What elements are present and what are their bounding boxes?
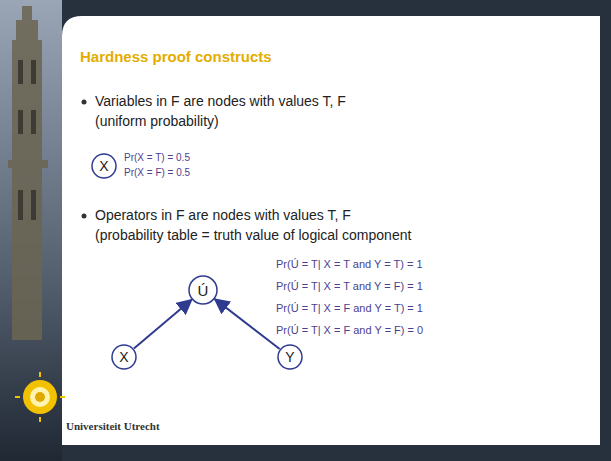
probability-row: Pr(Ú = T| X = F and Y = F) = 0 bbox=[276, 324, 423, 336]
university-logo bbox=[15, 372, 65, 422]
probability-row: Pr(Ú = T| X = T and Y = F) = 1 bbox=[276, 280, 423, 292]
node-label: Y bbox=[285, 349, 294, 365]
variable-node: Y bbox=[277, 344, 303, 370]
bullet-dots bbox=[82, 100, 87, 219]
variable-node: X bbox=[91, 153, 117, 179]
bullet-text: Operators in F are nodes with values T, … bbox=[95, 207, 351, 223]
bullet-text: Variables in F are nodes with values T, … bbox=[95, 93, 346, 109]
tower-silhouette bbox=[8, 6, 48, 340]
node-label: X bbox=[99, 158, 108, 174]
node-label: Ú bbox=[198, 282, 209, 299]
probability-text: Pr(X = T) = 0.5 bbox=[124, 152, 190, 163]
slide-title: Hardness proof constructs bbox=[80, 48, 272, 65]
content-panel bbox=[62, 16, 600, 445]
variable-node: X bbox=[111, 344, 137, 370]
variable-node: Ú bbox=[188, 275, 218, 305]
node-label: X bbox=[119, 349, 128, 365]
bullet-text: (probability table = truth value of logi… bbox=[95, 227, 411, 243]
probability-row: Pr(Ú = T| X = F and Y = T) = 1 bbox=[276, 302, 423, 314]
dependency-arrow bbox=[215, 299, 280, 349]
dependency-arrow bbox=[134, 300, 192, 349]
photo-strip bbox=[0, 0, 62, 461]
probability-row: Pr(Ú = T| X = T and Y = T) = 1 bbox=[276, 258, 423, 270]
probability-text: Pr(X = F) = 0.5 bbox=[124, 167, 190, 178]
university-name: Universiteit Utrecht bbox=[66, 420, 160, 432]
tower-windows bbox=[18, 60, 36, 220]
bullet-text: (uniform probability) bbox=[95, 113, 219, 129]
